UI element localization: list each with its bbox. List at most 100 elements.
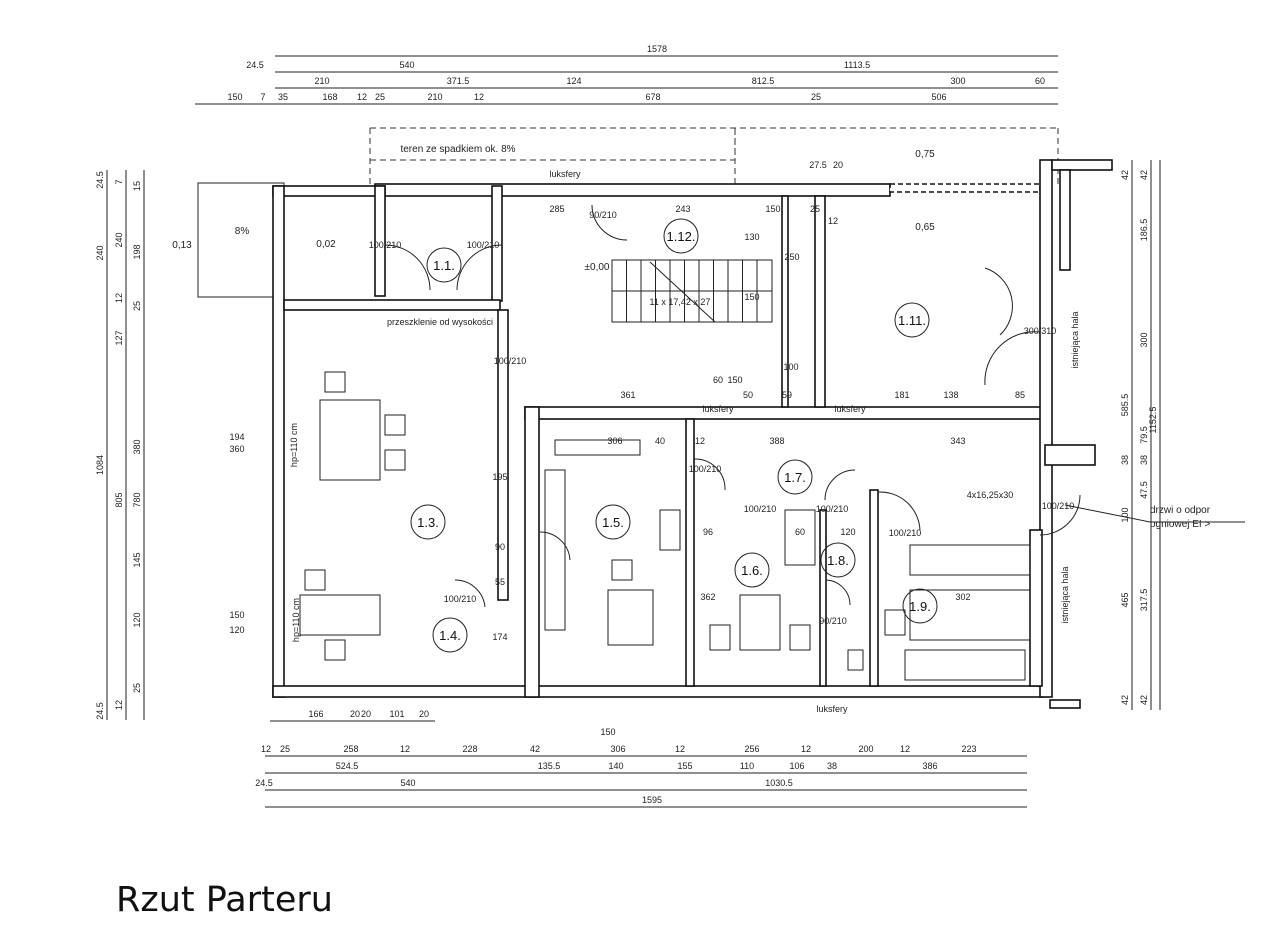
dimension-value: 38 (1139, 455, 1149, 465)
fire-door-leader (1064, 504, 1151, 523)
walls (272, 159, 1113, 709)
dimension-value: 25 (811, 92, 821, 102)
door-size-label: 300/310 (1024, 326, 1057, 336)
dimension-value: 47.5 (1139, 481, 1149, 499)
room-label: 1.11. (898, 313, 926, 328)
dimension-value: 12 (114, 293, 124, 303)
dimension-value: 12 (801, 744, 811, 754)
dimension-value: 140 (608, 761, 623, 771)
dimension-value: 135.5 (538, 761, 561, 771)
note-lvl-065: 0,65 (915, 222, 935, 233)
dimension-value: 24.5 (95, 702, 105, 720)
note-lvl-013: 0,13 (172, 240, 192, 251)
dimension-value: 106 (789, 761, 804, 771)
dimension-value: 42 (1139, 170, 1149, 180)
room-label: 1.1. (433, 258, 455, 273)
dimension-value: 812.5 (752, 76, 775, 86)
dimension-value: 1595 (642, 795, 662, 805)
room-label: 1.4. (439, 628, 461, 643)
dimension-value: 210 (427, 92, 442, 102)
dimension-value: 101 (389, 709, 404, 719)
dimension-value: 240 (95, 245, 105, 260)
inner-dimension: 150 (765, 204, 780, 214)
dimension-value: 24.5 (95, 171, 105, 189)
room-marker (902, 588, 938, 624)
dimension-value: 110 (740, 761, 754, 771)
room-label: 1.9. (909, 599, 931, 614)
inner-dimension: 194 (229, 432, 244, 442)
dimension-value: 300 (1139, 332, 1149, 347)
door-size-label: 100/210 (816, 504, 849, 514)
note-lvl-075: 0,75 (915, 149, 935, 160)
dimension-value: 540 (400, 778, 415, 788)
note-lvl-000: ±0,00 (585, 262, 610, 273)
dimension-value: 42 (530, 744, 540, 754)
note-stairs: 11 x 17,42 x 27 (650, 297, 711, 307)
dimension-value: 127 (114, 330, 124, 345)
dimension-value: 1113.5 (844, 60, 870, 70)
inner-dimension: 20 (833, 160, 843, 170)
inner-dimension: 138 (943, 390, 958, 400)
note-terrain: teren ze spadkiem ok. 8% (400, 144, 515, 155)
note-glass-blocks: luksfery (834, 404, 866, 414)
inner-dimension: 120 (840, 527, 855, 537)
dimension-value: 20 (419, 709, 429, 719)
plan-title: Rzut Parteru (116, 880, 333, 920)
dimension-value: 12 (261, 744, 271, 754)
dimension-value: 240 (114, 232, 124, 247)
inner-dimension: 100 (783, 362, 798, 372)
inner-dimension: 343 (950, 436, 965, 446)
dimension-value: 42 (1120, 170, 1130, 180)
note-fire-door: ogniowej EI > (1150, 519, 1210, 530)
dimension-value: 25 (375, 92, 385, 102)
dimension-value: 317.5 (1139, 589, 1149, 612)
dimension-value: 24.5 (255, 778, 273, 788)
inner-dimension: 150 (229, 610, 244, 620)
inner-dimension: 25 (810, 204, 820, 214)
door-size-label: 100/210 (494, 356, 527, 366)
inner-dimension: 250 (784, 252, 799, 262)
dimension-value: 38 (827, 761, 837, 771)
note-fire-door: drzwi o odpor (1150, 505, 1211, 516)
note-lvl-002: 0,02 (316, 239, 336, 250)
door-size-label: 90/210 (819, 616, 847, 626)
dimension-value: 25 (132, 683, 142, 693)
dimension-value: 25 (132, 301, 142, 311)
door-size-label: 100/210 (444, 594, 477, 604)
dimension-value: 506 (931, 92, 946, 102)
dimension-value: 7 (114, 179, 124, 184)
dimension-value: 198 (132, 244, 142, 259)
note-window-1: hp=110 cm (289, 423, 299, 467)
dimension-value: 35 (278, 92, 288, 102)
dimension-value: 166 (308, 709, 323, 719)
room-labels: 1.1.1.3.1.4.1.5.1.6.1.7.1.8.1.9.1.11.1.1… (410, 218, 938, 653)
inner-dimension: 306 (607, 436, 622, 446)
dimension-value: 24.5 (246, 60, 264, 70)
door-size-label: 100/210 (744, 504, 777, 514)
dimension-value: 465 (1120, 592, 1130, 607)
room-marker (734, 552, 770, 588)
dimension-value: 585.5 (1120, 394, 1130, 417)
annotations: teren ze spadkiem ok. 8% 8% 0,02 0,13 ±0,00 0… (172, 144, 1210, 714)
dimension-value: 38 (1120, 455, 1130, 465)
dimension-value: 60 (1035, 76, 1045, 86)
room-marker (426, 247, 462, 283)
inner-dimension: 174 (492, 632, 507, 642)
dimension-value: 210 (314, 76, 329, 86)
room-marker (894, 302, 930, 338)
inner-dimension: 181 (894, 390, 909, 400)
dimension-value: 124 (566, 76, 581, 86)
note-slope: 8% (235, 226, 250, 237)
dimension-value: 805 (114, 492, 124, 507)
dimension-value: 1030.5 (765, 778, 793, 788)
dimension-value: 42 (1120, 695, 1130, 705)
note-existing-hall: istniejąca hala (1060, 566, 1070, 623)
dimension-value: 12 (675, 744, 685, 754)
inner-dimension: 27.5 (809, 160, 827, 170)
inner-dimension: 285 (549, 204, 564, 214)
inner-dimension: 55 (495, 577, 505, 587)
dimension-value: 12 (900, 744, 910, 754)
furniture (299, 371, 1031, 681)
dimension-value: 306 (610, 744, 625, 754)
